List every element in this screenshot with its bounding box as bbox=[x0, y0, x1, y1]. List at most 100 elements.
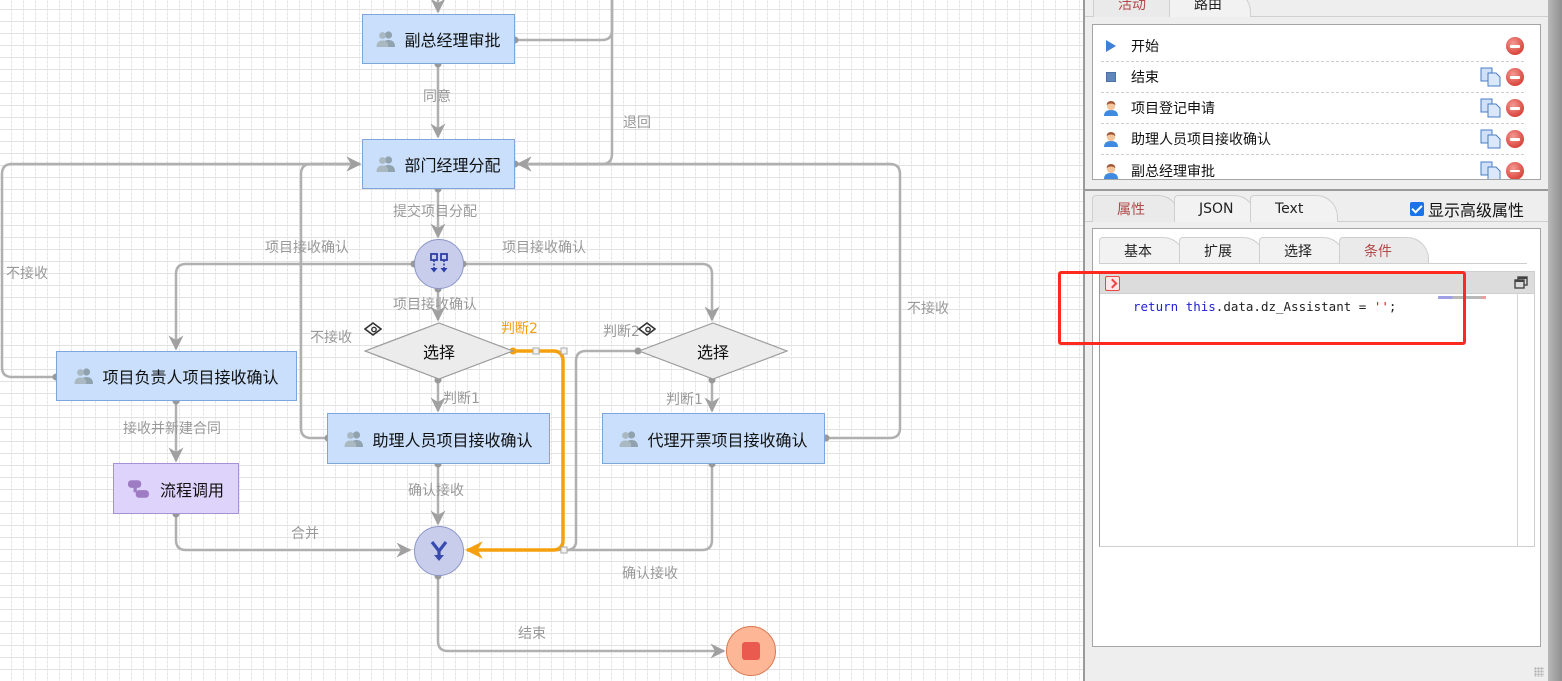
resize-grip[interactable] bbox=[1534, 667, 1544, 677]
tab-json[interactable]: JSON bbox=[1174, 195, 1256, 222]
edge-confirm-right[interactable] bbox=[463, 262, 720, 322]
node-subprocess[interactable]: 流程调用 bbox=[113, 463, 239, 514]
edge-label-reject-left: 不接收 bbox=[310, 330, 352, 346]
stop-icon bbox=[742, 642, 760, 660]
run-icon[interactable] bbox=[1105, 276, 1120, 291]
tab-basic[interactable]: 基本 bbox=[1099, 237, 1185, 263]
diagram-canvas[interactable]: 同意 退回 提交项目分配 项目接收确认 项目接收确认 项目接收确认 不接收 不接… bbox=[0, 0, 1083, 681]
activity-item-end[interactable]: 结束 bbox=[1101, 62, 1524, 93]
edge-confirm-left[interactable] bbox=[168, 262, 414, 351]
edge-label-judge2-left: 判断2 bbox=[501, 321, 538, 337]
delete-icon[interactable] bbox=[1506, 130, 1524, 148]
condition-code-editor[interactable]: return this.data.dz_Assistant = ''; bbox=[1099, 271, 1535, 547]
edge-label-confirm-down: 项目接收确认 bbox=[393, 297, 477, 313]
edge-label-confirm-right: 项目接收确认 bbox=[502, 240, 586, 256]
activity-label: 开始 bbox=[1131, 39, 1159, 55]
node-dept-assign[interactable]: 部门经理分配 bbox=[362, 139, 515, 189]
node-pm-confirm[interactable]: 项目负责人项目接收确认 bbox=[56, 351, 297, 401]
edge-end[interactable] bbox=[436, 576, 726, 659]
copy-icon[interactable] bbox=[1480, 67, 1502, 87]
edge-reject-left[interactable] bbox=[299, 156, 362, 440]
tab-text[interactable]: Text bbox=[1250, 195, 1338, 222]
node-agent-invoice-confirm[interactable]: 代理开票项目接收确认 bbox=[602, 413, 825, 464]
edge-vp-return[interactable] bbox=[515, 0, 614, 42]
activity-item-vp-approval[interactable]: 副总经理审批 bbox=[1101, 155, 1524, 181]
tab-routes[interactable]: 路由 bbox=[1169, 0, 1251, 17]
tab-label: 选择 bbox=[1284, 243, 1312, 260]
node-label: 助理人员项目接收确认 bbox=[372, 430, 533, 450]
copy-icon[interactable] bbox=[1480, 129, 1502, 149]
tab-condition[interactable]: 条件 bbox=[1339, 237, 1429, 263]
tab-properties[interactable]: 属性 bbox=[1092, 195, 1180, 222]
choice-icon bbox=[638, 322, 656, 336]
copy-icon[interactable] bbox=[1480, 161, 1502, 181]
tab-baseline bbox=[1099, 263, 1527, 264]
node-label: 选择 bbox=[422, 343, 455, 362]
edge-return[interactable] bbox=[516, 0, 614, 172]
copy-icon[interactable] bbox=[1480, 98, 1502, 118]
checkbox-checked-icon[interactable] bbox=[1410, 202, 1424, 216]
editor-toolbar bbox=[1100, 272, 1534, 294]
node-end[interactable] bbox=[726, 626, 776, 676]
edge-reject-far-left[interactable] bbox=[0, 156, 362, 379]
edge-label-submit-assign: 提交项目分配 bbox=[393, 204, 477, 220]
editor-minimap[interactable] bbox=[1438, 296, 1486, 299]
edge-label-end: 结束 bbox=[518, 626, 546, 642]
property-body: 基本 扩展 选择 条件 return this.data.dz_Assistan… bbox=[1092, 228, 1541, 647]
edge-label-confirm-accept-right: 确认接收 bbox=[622, 566, 678, 582]
node-choice-right[interactable]: 选择 bbox=[638, 322, 788, 380]
tab-baseline bbox=[1085, 16, 1548, 17]
tab-label: JSON bbox=[1199, 201, 1234, 217]
diamond-shape bbox=[638, 322, 788, 380]
selected-edge-handle[interactable] bbox=[560, 347, 568, 355]
node-split-gateway[interactable] bbox=[414, 239, 464, 289]
panel-splitter[interactable] bbox=[1083, 0, 1085, 681]
activity-item-start[interactable]: 开始 bbox=[1101, 31, 1524, 62]
delete-icon[interactable] bbox=[1506, 161, 1524, 179]
activity-item-register[interactable]: 项目登记申请 bbox=[1101, 93, 1524, 124]
tab-label: Text bbox=[1275, 201, 1304, 217]
node-assistant-confirm[interactable]: 助理人员项目接收确认 bbox=[327, 413, 550, 464]
delete-icon[interactable] bbox=[1506, 37, 1524, 55]
tab-choice[interactable]: 选择 bbox=[1259, 237, 1345, 263]
edge-judge2-left-selected[interactable] bbox=[465, 349, 565, 559]
editor-scrollbar[interactable] bbox=[1517, 294, 1534, 546]
node-label: 副总经理审批 bbox=[404, 31, 501, 50]
activity-item-assistant-confirm[interactable]: 助理人员项目接收确认 bbox=[1101, 124, 1524, 155]
edge-label-judge2-right: 判断2 bbox=[603, 324, 640, 340]
edge-reject-right[interactable] bbox=[516, 156, 902, 440]
code-text: .data.dz_Assistant = bbox=[1215, 299, 1374, 314]
selected-edge-handle[interactable] bbox=[532, 347, 540, 355]
node-label: 部门经理分配 bbox=[404, 156, 501, 175]
edge-label-merge: 合并 bbox=[291, 526, 319, 542]
activity-label: 结束 bbox=[1131, 70, 1159, 86]
panel-section-divider[interactable] bbox=[1085, 189, 1548, 191]
users-icon bbox=[376, 31, 396, 47]
node-label: 选择 bbox=[696, 343, 729, 362]
code-line[interactable]: return this.data.dz_Assistant = ''; bbox=[1133, 299, 1396, 314]
properties-panel: 活动 路由 开始 结束 项目登记申请 助理 bbox=[1085, 0, 1548, 681]
user-icon bbox=[1101, 98, 1121, 118]
tab-activities[interactable]: 活动 bbox=[1093, 0, 1175, 17]
edge-label-reject-far-left: 不接收 bbox=[6, 266, 48, 282]
window-scrollbar[interactable] bbox=[1548, 0, 1562, 681]
delete-icon[interactable] bbox=[1506, 99, 1524, 117]
selected-edge-handle[interactable] bbox=[560, 546, 568, 554]
split-icon bbox=[430, 253, 448, 273]
node-merge-gateway[interactable] bbox=[414, 526, 464, 576]
node-choice-left[interactable]: 选择 bbox=[364, 322, 514, 380]
show-advanced-checkbox[interactable]: 显示高级属性 bbox=[1410, 197, 1524, 221]
edge-label-confirm-accept-left: 确认接收 bbox=[408, 483, 464, 499]
restore-window-icon[interactable] bbox=[1514, 276, 1528, 290]
users-icon bbox=[619, 430, 639, 447]
code-text: ; bbox=[1388, 299, 1397, 314]
edge-merge[interactable] bbox=[174, 514, 412, 558]
edge-confirm-accept-right[interactable] bbox=[566, 464, 714, 552]
tab-extended[interactable]: 扩展 bbox=[1179, 237, 1265, 263]
tab-label: 扩展 bbox=[1204, 243, 1232, 260]
activity-label: 助理人员项目接收确认 bbox=[1131, 132, 1271, 148]
node-vp-approval[interactable]: 副总经理审批 bbox=[362, 14, 515, 64]
delete-icon[interactable] bbox=[1506, 68, 1524, 86]
users-icon bbox=[344, 430, 364, 447]
